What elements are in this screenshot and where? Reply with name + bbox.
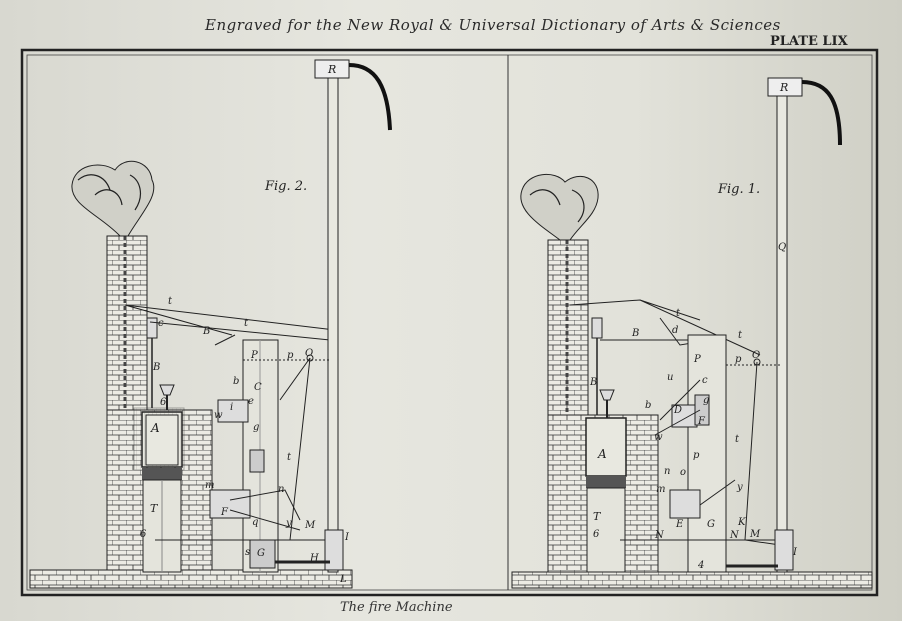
- fig2-label-F: F: [220, 507, 229, 518]
- fig2-label-L: L: [339, 574, 347, 585]
- fig1-label-T: T: [593, 510, 602, 523]
- fig1-label-p2: p: [693, 450, 700, 461]
- fig2-label-q: q: [252, 517, 258, 528]
- fig2-label-i: i: [230, 402, 233, 413]
- fig1-label-B2: B: [589, 377, 597, 388]
- fig2-label-c: c: [158, 318, 164, 329]
- fig1-drawing: [511, 77, 873, 589]
- fig1-label-6: 6: [593, 529, 600, 540]
- fig2-label-P: P: [250, 350, 258, 361]
- fig1-label-t3: t: [735, 434, 740, 445]
- fig1-label-t1: t: [676, 308, 681, 319]
- plate-caption: The fire Machine: [340, 600, 453, 615]
- fig1-label-I: I: [792, 547, 798, 558]
- fig1-labels: R Q t d B t P p O B u c b D g F A w t p …: [589, 81, 798, 571]
- fig1-label-E: E: [675, 519, 684, 530]
- fig1-label-N1: N: [654, 530, 665, 541]
- fig1-label-o: o: [680, 467, 686, 478]
- fig2-label-s: s: [245, 547, 250, 558]
- fig1-label-F: F: [697, 416, 706, 427]
- fig2-label-O: O: [305, 348, 313, 359]
- fig1-label-m: m: [656, 484, 665, 495]
- fig1-label-4: 4: [697, 560, 704, 571]
- fig1-label-b: b: [645, 400, 651, 411]
- fig2-drawing: [29, 59, 392, 589]
- fig1-label-p: p: [735, 354, 742, 365]
- fig2-label-G: G: [257, 548, 265, 559]
- fig2-label-p: p: [287, 350, 294, 361]
- fig2-label-B1: B: [202, 326, 210, 337]
- fig1-label-c: c: [702, 375, 708, 386]
- fig1-label-d: d: [672, 325, 678, 336]
- fig1-label-R: R: [779, 81, 788, 94]
- fig1-label-M: M: [749, 529, 761, 540]
- fig2-label-t2: t: [244, 318, 249, 329]
- fig1-label-n: n: [664, 466, 670, 477]
- fig1-label-B1: B: [631, 328, 639, 339]
- fig2-label-H: H: [309, 553, 319, 564]
- fig1-title: Fig. 1.: [717, 182, 760, 197]
- fig2-label-I: I: [344, 532, 350, 543]
- fig2-label-e: e: [248, 396, 254, 407]
- fig2-label-w: w: [214, 410, 223, 421]
- fig2-label-M: M: [304, 520, 316, 531]
- fig2-label-T: T: [150, 502, 159, 515]
- fig1-label-Q: Q: [778, 242, 786, 253]
- fig1-label-O: O: [752, 350, 760, 361]
- fig1-label-N2: N: [729, 530, 740, 541]
- fig1-label-u: u: [667, 372, 673, 383]
- fig1-label-g: g: [703, 395, 709, 406]
- fig1-label-G: G: [707, 519, 715, 530]
- fig2-label-b: b: [233, 376, 239, 387]
- fig2-label-B2: B: [152, 362, 160, 373]
- fig1-label-y: y: [736, 482, 743, 493]
- fig2-label-R: R: [327, 63, 336, 76]
- fig2-label-t1: t: [168, 296, 173, 307]
- fig1-label-D: D: [673, 405, 682, 416]
- fig1-label-P: P: [693, 354, 701, 365]
- fig2-title: Fig. 2.: [264, 179, 307, 194]
- fig2-label-n: n: [278, 484, 284, 495]
- plate-number: PLATE LIX: [770, 34, 848, 49]
- fig2-label-6b: 6: [140, 529, 147, 540]
- fig2-label-y: y: [285, 518, 292, 529]
- fig1-label-t2: t: [738, 330, 743, 341]
- fig2-label-t3: t: [287, 452, 292, 463]
- plate-header: Engraved for the New Royal & Universal D…: [205, 16, 781, 34]
- fig1-label-A: A: [597, 447, 607, 461]
- fig2-label-m: m: [205, 480, 214, 491]
- fig2-label-g: g: [253, 422, 259, 433]
- fig2-label-C: C: [254, 382, 262, 393]
- fig2-label-A: A: [150, 421, 160, 435]
- fig1-label-w: w: [654, 432, 663, 443]
- fig2-label-6: 6: [160, 397, 167, 408]
- fig1-label-K: K: [737, 517, 746, 528]
- fig2-labels: R t c B t C P p O B 6 A b e w i g t m n …: [140, 63, 350, 585]
